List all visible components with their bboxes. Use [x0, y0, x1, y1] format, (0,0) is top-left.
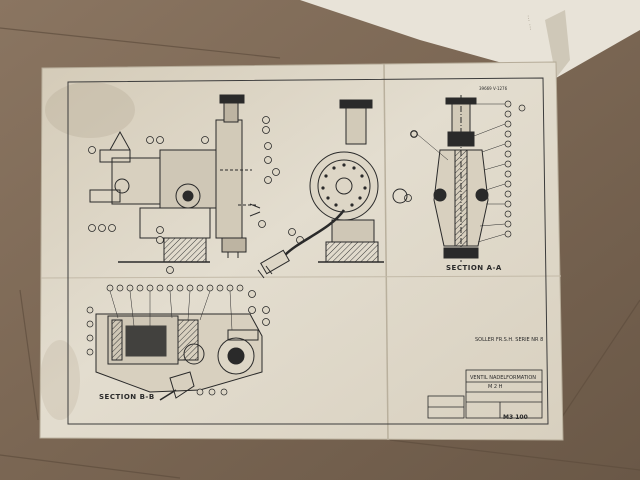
blueprint-sheet — [39, 61, 564, 441]
section-b-leaders — [109, 290, 233, 331]
title-block — [427, 369, 543, 419]
drawing-code: 39669 V-1276 — [479, 86, 508, 91]
section-b-label: SECTION B-B — [99, 393, 155, 401]
section-a-view — [433, 95, 489, 262]
svg-text:··· ···: ··· ··· — [524, 14, 535, 31]
front-round-view — [257, 99, 408, 279]
paper-stain — [45, 82, 135, 138]
paper-stain — [40, 340, 80, 420]
fold-line — [40, 275, 562, 279]
side-view-assembly — [89, 94, 258, 263]
makers-note: SOLLER FR.S.H. SERIE NR 8 — [475, 337, 544, 343]
section-b-callouts — [86, 284, 244, 396]
section-a-label: SECTION A-A — [446, 264, 502, 272]
section-a-leaders — [416, 103, 506, 243]
section-cut-markers — [249, 203, 261, 217]
title-block-title: VENTIL NADELFORMATION — [470, 375, 537, 381]
drawing-number: M3 100 — [503, 414, 528, 421]
fold-line — [383, 63, 389, 441]
section-b-view — [95, 313, 263, 401]
title-block-subtitle: M 2 H — [488, 384, 503, 390]
background-paper-sheet: ··· ··· — [300, 0, 640, 78]
drawing-border — [67, 77, 549, 425]
section-a-callouts — [410, 100, 526, 238]
